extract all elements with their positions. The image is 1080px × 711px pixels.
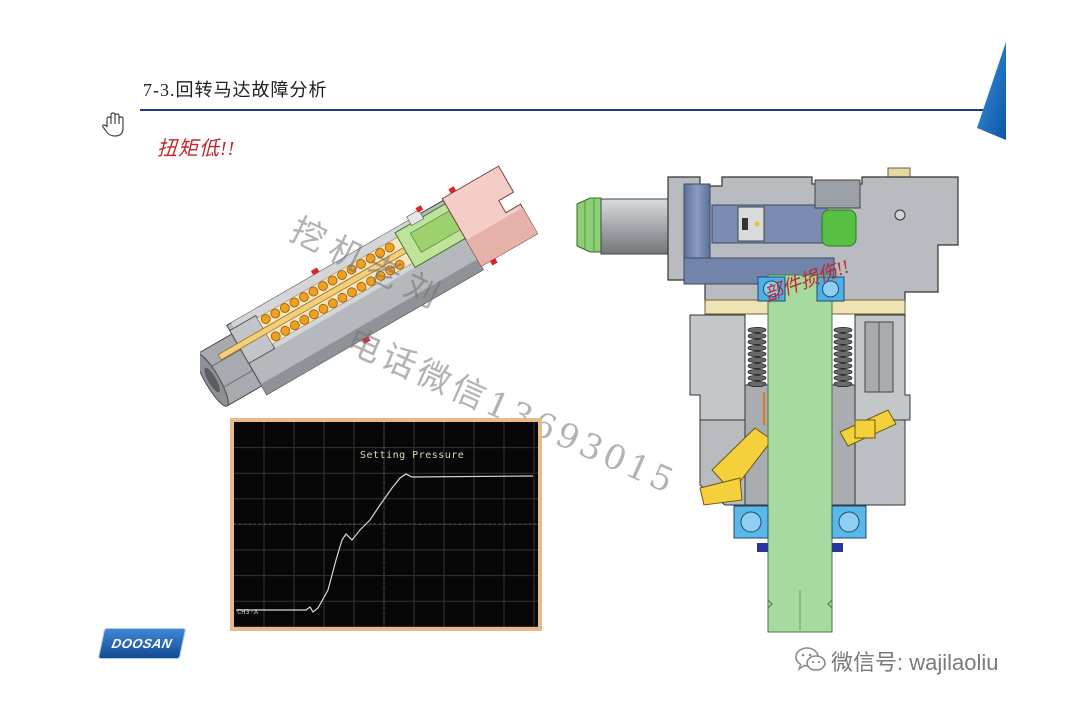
spring-coil xyxy=(384,242,395,253)
low-torque-label: 扭矩低!! xyxy=(157,138,236,160)
wechat-icon xyxy=(795,647,826,671)
spring-coil xyxy=(375,270,386,281)
slide-title: 7-3.回转马达故障分析 xyxy=(143,80,328,100)
housing-left xyxy=(689,314,746,421)
brake-spring-coil xyxy=(833,332,853,339)
corner-triangle-decoration xyxy=(977,42,1006,140)
spring-coil xyxy=(308,286,319,297)
spring-coil xyxy=(309,309,319,320)
brake-spring-coil xyxy=(747,326,767,333)
spring-coil xyxy=(299,314,310,325)
spring-coil xyxy=(299,292,309,302)
spring-coil xyxy=(385,265,396,276)
oil-passages xyxy=(683,179,861,285)
spring-coil xyxy=(356,281,367,292)
spring-coil xyxy=(394,259,405,270)
brake-spring-coil xyxy=(747,350,767,357)
brake-spring-coil xyxy=(747,368,767,375)
plug-screw xyxy=(894,209,906,221)
pressure-trace xyxy=(236,473,534,613)
spring-coil xyxy=(270,308,281,319)
brake-spring-coil xyxy=(833,350,853,357)
spring-coil xyxy=(279,303,290,313)
brake-spring-coil xyxy=(747,332,767,339)
pressure-scope-screenshot: Setting Pressure CH3-A xyxy=(230,418,542,631)
check-valve-poppet xyxy=(737,206,765,242)
spring-coil xyxy=(280,325,291,336)
port-fitting xyxy=(576,197,669,255)
spring-coil xyxy=(327,275,338,286)
brake-spring-coil xyxy=(833,356,853,363)
output-shaft xyxy=(767,274,833,633)
brake-spring-coil xyxy=(747,374,767,381)
spring-coil xyxy=(356,259,366,269)
wechat-id-text: 微信号: wajilaoliu xyxy=(831,650,999,675)
scope-channel-label: CH3-A xyxy=(237,608,259,616)
brake-spring-coil xyxy=(833,362,853,369)
retaining-rings xyxy=(757,543,843,552)
hand-pointer-icon xyxy=(102,112,124,137)
spring-coil xyxy=(270,331,281,342)
spring-coil xyxy=(346,264,357,275)
piston-shoes xyxy=(699,409,897,506)
spring-coil xyxy=(347,287,357,298)
spring-coils xyxy=(260,242,405,342)
scope-grid xyxy=(234,422,538,628)
brake-spring-coil xyxy=(747,380,767,387)
spring-coil xyxy=(337,292,348,303)
o-rings xyxy=(310,186,498,344)
brake-spring-coil xyxy=(833,380,853,387)
spring-coil xyxy=(328,298,338,309)
scope-screen: Setting Pressure CH3-A xyxy=(234,422,538,628)
spring-coil xyxy=(365,253,376,264)
title-underline xyxy=(140,109,985,111)
brake-spring-coil xyxy=(833,326,853,333)
doosan-logo: DOOSAN xyxy=(97,628,187,659)
spring-coil xyxy=(337,270,347,280)
brake-spring-coil xyxy=(833,368,853,375)
spring-coil xyxy=(375,248,386,258)
swing-motor-cross-section xyxy=(576,167,959,633)
valve-cutaway-drawing xyxy=(200,165,539,407)
pink-end-cap xyxy=(441,165,539,267)
spring-coil xyxy=(289,297,300,308)
brake-spring-coil xyxy=(747,344,767,351)
brake-spring-coil xyxy=(833,338,853,345)
spring-coil xyxy=(260,314,271,324)
brake-spring-coil xyxy=(747,362,767,369)
spring-coil xyxy=(318,281,328,291)
brake-springs xyxy=(747,326,853,387)
brake-spring-coil xyxy=(747,338,767,345)
spring-coil xyxy=(318,303,329,314)
end-nut xyxy=(200,332,265,407)
brake-spring-coil xyxy=(833,344,853,351)
scope-title: Setting Pressure xyxy=(360,450,464,461)
bearings xyxy=(733,276,867,539)
brake-spring-coil xyxy=(833,374,853,381)
green-relief-valve xyxy=(821,209,857,247)
spring-coil xyxy=(289,320,300,331)
doosan-logo-text: DOOSAN xyxy=(110,636,174,651)
brake-spring-coil xyxy=(747,356,767,363)
spring-coil xyxy=(366,276,376,287)
